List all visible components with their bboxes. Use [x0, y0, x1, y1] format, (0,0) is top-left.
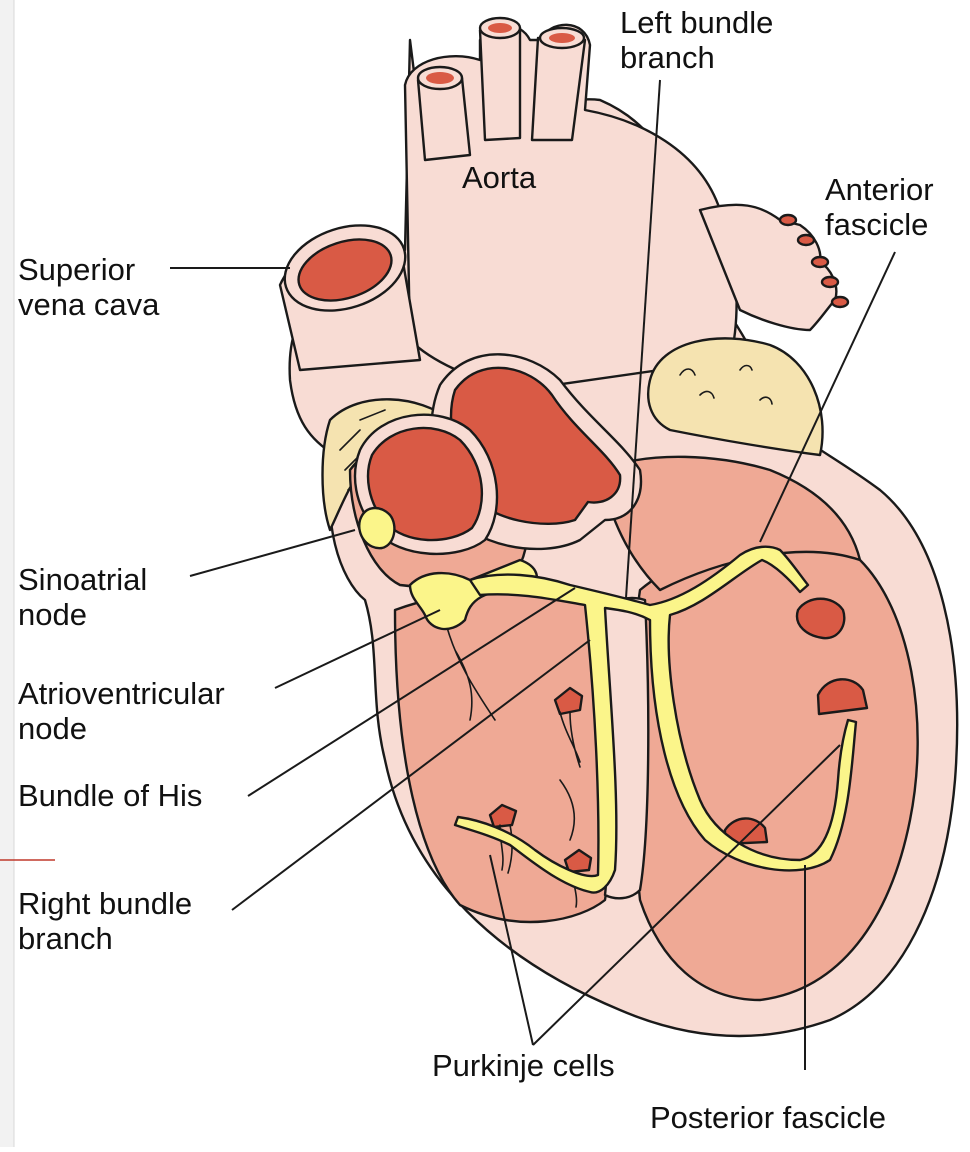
label-aorta: Aorta: [462, 160, 536, 195]
label-posterior-fascicle: Posterior fascicle: [650, 1100, 886, 1135]
label-superior-vena-cava-line2: vena cava: [18, 287, 159, 322]
superior-vena-cava-vessel: [274, 211, 420, 370]
aortic-branches: [418, 18, 585, 160]
label-sinoatrial-node-line2: node: [18, 597, 147, 632]
label-right-bundle-branch: Right bundle branch: [18, 886, 192, 956]
label-sinoatrial-node-line1: Sinoatrial: [18, 562, 147, 597]
label-anterior-fascicle: Anterior fascicle: [825, 172, 934, 242]
sinoatrial-node-shape: [359, 508, 394, 548]
label-left-bundle-branch-line2: branch: [620, 40, 773, 75]
label-sinoatrial-node: Sinoatrial node: [18, 562, 147, 632]
label-atrioventricular-node-line2: node: [18, 711, 225, 746]
label-right-bundle-branch-line2: branch: [18, 921, 192, 956]
label-left-bundle-branch: Left bundle branch: [620, 5, 773, 75]
label-atrioventricular-node-line1: Atrioventricular: [18, 676, 225, 711]
label-right-bundle-branch-line1: Right bundle: [18, 886, 192, 921]
label-purkinje-cells: Purkinje cells: [432, 1048, 615, 1083]
label-atrioventricular-node: Atrioventricular node: [18, 676, 225, 746]
label-superior-vena-cava-line1: Superior: [18, 252, 159, 287]
label-superior-vena-cava: Superior vena cava: [18, 252, 159, 322]
label-anterior-fascicle-line1: Anterior: [825, 172, 934, 207]
label-anterior-fascicle-line2: fascicle: [825, 207, 934, 242]
label-left-bundle-branch-line1: Left bundle: [620, 5, 773, 40]
label-bundle-of-his: Bundle of His: [18, 778, 202, 813]
